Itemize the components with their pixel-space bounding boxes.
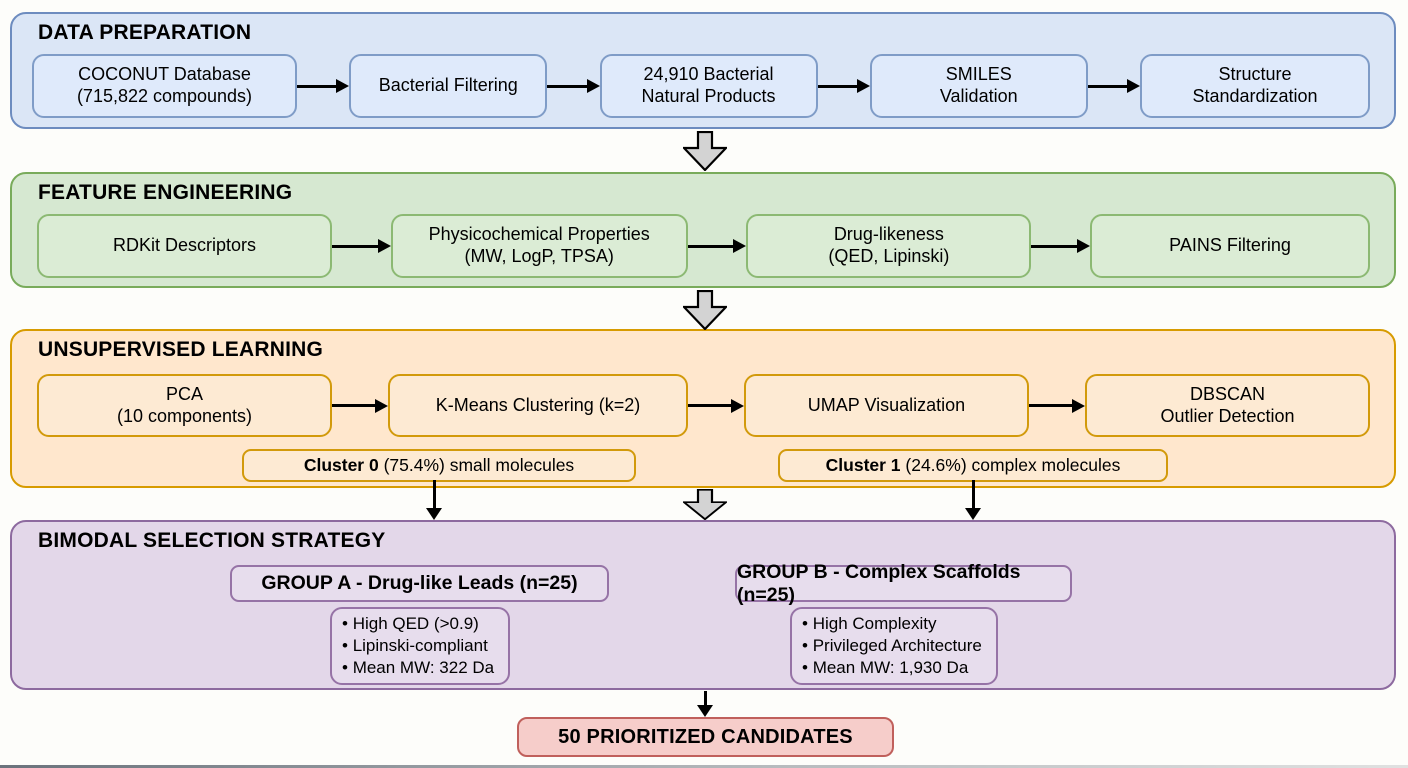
group-b-criteria: High Complexity Privileged Architecture … [790, 607, 998, 685]
criterion: Lipinski-compliant [342, 635, 494, 657]
criterion: High Complexity [802, 613, 982, 635]
section-unsupervised-learning: UNSUPERVISED LEARNING PCA (10 components… [10, 329, 1396, 488]
arrow-down-icon [964, 480, 982, 520]
group-a-header: GROUP A - Drug-like Leads (n=25) [230, 565, 609, 602]
arrow-right-icon [332, 374, 388, 437]
node-pains-filtering: PAINS Filtering [1090, 214, 1371, 278]
cluster-1-name: Cluster 1 [825, 455, 901, 475]
criterion: High QED (>0.9) [342, 613, 494, 635]
group-b-criteria-list: High Complexity Privileged Architecture … [802, 613, 982, 679]
arrow-right-icon [547, 54, 600, 118]
data-preparation-row: COCONUT Database (715,822 compounds) Bac… [32, 54, 1370, 118]
block-arrow-down-icon [683, 131, 727, 171]
node-bacterial-filtering: Bacterial Filtering [349, 54, 548, 118]
node-pca: PCA (10 components) [37, 374, 332, 437]
arrow-right-icon [1031, 214, 1091, 278]
node-bacterial-natural-products: 24,910 Bacterial Natural Products [599, 54, 818, 118]
group-a-criteria-list: High QED (>0.9) Lipinski-compliant Mean … [342, 613, 494, 679]
criterion: Privileged Architecture [802, 635, 982, 657]
arrow-right-icon [332, 214, 391, 278]
criterion: Mean MW: 1,930 Da [802, 657, 982, 679]
node-dbscan-outlier-detection: DBSCAN Outlier Detection [1085, 374, 1370, 437]
cluster-0-detail: (75.4%) small molecules [378, 455, 575, 475]
section-title-unsupervised-learning: UNSUPERVISED LEARNING [38, 338, 324, 361]
label-cluster-0: Cluster 0 (75.4%) small molecules [242, 449, 636, 482]
unsupervised-learning-row: PCA (10 components) K-Means Clustering (… [37, 374, 1370, 437]
section-title-bimodal-selection-strategy: BIMODAL SELECTION STRATEGY [38, 529, 386, 552]
block-arrow-down-icon [683, 290, 727, 330]
node-kmeans-clustering: K-Means Clustering (k=2) [388, 374, 688, 437]
section-title-data-preparation: DATA PREPARATION [38, 21, 252, 44]
arrow-right-icon [297, 54, 350, 118]
criterion: Mean MW: 322 Da [342, 657, 494, 679]
group-a-criteria: High QED (>0.9) Lipinski-compliant Mean … [330, 607, 511, 685]
arrow-right-icon [1087, 54, 1140, 118]
arrow-right-icon [687, 214, 747, 278]
node-structure-standardization: Structure Standardization [1140, 54, 1370, 118]
node-smiles-validation: SMILES Validation [869, 54, 1088, 118]
arrow-right-icon [688, 374, 744, 437]
section-title-feature-engineering: FEATURE ENGINEERING [38, 181, 293, 204]
section-bimodal-selection-strategy: BIMODAL SELECTION STRATEGY GROUP A - Dru… [10, 520, 1396, 690]
node-coconut-database: COCONUT Database (715,822 compounds) [32, 54, 297, 118]
feature-engineering-row: RDKit Descriptors Physicochemical Proper… [37, 214, 1371, 278]
node-rdkit-descriptors: RDKit Descriptors [37, 214, 332, 278]
arrow-right-icon [817, 54, 870, 118]
section-data-preparation: DATA PREPARATION COCONUT Database (715,8… [10, 12, 1396, 129]
node-physicochemical-properties: Physicochemical Properties (MW, LogP, TP… [390, 214, 688, 278]
arrow-down-icon [696, 691, 714, 717]
arrow-down-icon [425, 480, 443, 520]
arrow-right-icon [1029, 374, 1085, 437]
cropped-bottom-edge [0, 765, 1408, 768]
section-feature-engineering: FEATURE ENGINEERING RDKit Descriptors Ph… [10, 172, 1396, 288]
node-umap-visualization: UMAP Visualization [744, 374, 1029, 437]
block-arrow-down-icon [683, 489, 727, 520]
cluster-1-detail: (24.6%) complex molecules [900, 455, 1121, 475]
cluster-0-name: Cluster 0 [303, 455, 379, 475]
node-drug-likeness: Drug-likeness (QED, Lipinski) [746, 214, 1032, 278]
group-b-header: GROUP B - Complex Scaffolds (n=25) [735, 561, 1072, 606]
node-prioritized-candidates: 50 PRIORITIZED CANDIDATES [517, 717, 894, 757]
label-cluster-1: Cluster 1 (24.6%) complex molecules [778, 449, 1168, 482]
